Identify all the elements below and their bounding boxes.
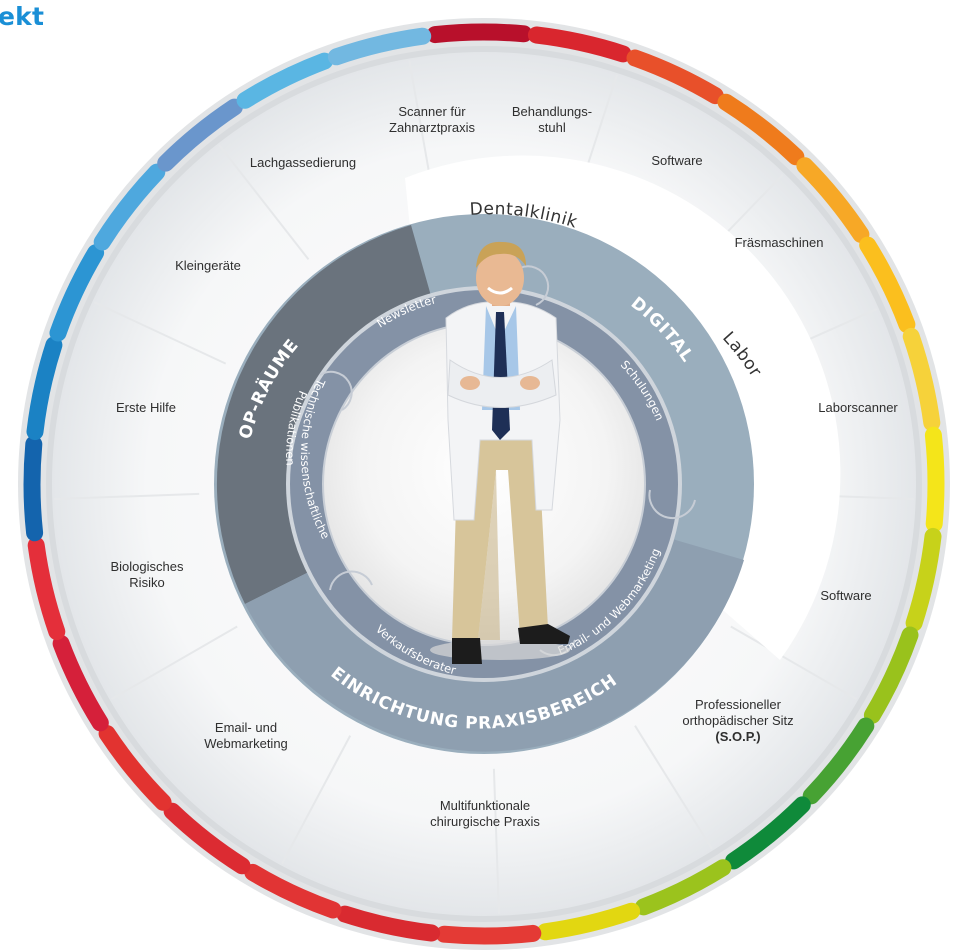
ring-segment <box>924 426 945 533</box>
dentist-figure <box>430 241 570 664</box>
ring-segment <box>244 863 342 919</box>
ring-segment <box>236 52 333 109</box>
color-ring <box>23 23 945 945</box>
outer-segment-label: Fräsmaschinen <box>735 235 824 250</box>
ring-segment <box>157 98 243 172</box>
segment-divider <box>111 625 238 700</box>
segment-divider <box>281 735 352 865</box>
segment-divider <box>54 492 200 500</box>
segment-divider <box>492 768 500 914</box>
ring-segment <box>49 244 105 342</box>
ring-segment <box>327 27 432 66</box>
segment-dividers <box>54 60 914 914</box>
ring-segment <box>905 527 942 632</box>
ring-segment <box>635 859 732 916</box>
ring-segment <box>802 717 875 805</box>
outer-segment-label: Behandlungs-stuhl <box>512 104 592 135</box>
ring-segment <box>536 902 641 941</box>
segment-divider <box>634 725 713 850</box>
segment-divider <box>218 144 310 261</box>
ring-segment <box>27 536 66 641</box>
ring-segment <box>336 905 441 942</box>
outer-segment-label: Software <box>651 153 702 168</box>
outer-segment-label: Software <box>820 588 871 603</box>
outer-segment-label: Kleingeräte <box>175 258 241 273</box>
ring-segment <box>626 49 724 105</box>
outer-segment-label: Laborscanner <box>818 400 898 415</box>
ring-segment <box>859 236 916 333</box>
outer-segment-label: Erste Hilfe <box>116 400 176 415</box>
ring-segment <box>435 924 542 945</box>
ring-segment <box>796 157 870 243</box>
ring-segment <box>426 23 533 44</box>
ring-segment <box>527 26 632 63</box>
ring-segment <box>93 163 166 251</box>
page-title: ekt <box>0 2 45 31</box>
ring-segment <box>26 336 63 441</box>
ring-segment <box>717 93 805 166</box>
ring-segment <box>163 802 251 875</box>
ring-segment <box>725 796 811 870</box>
ring-segment <box>863 626 919 724</box>
ring-segment <box>98 725 172 811</box>
ring-segment <box>52 635 109 732</box>
segment-divider <box>730 625 857 700</box>
ring-segment <box>23 435 44 542</box>
segment-divider <box>93 301 227 365</box>
ring-segment <box>902 327 941 432</box>
outer-segment-label: Lachgassedierung <box>250 155 356 170</box>
